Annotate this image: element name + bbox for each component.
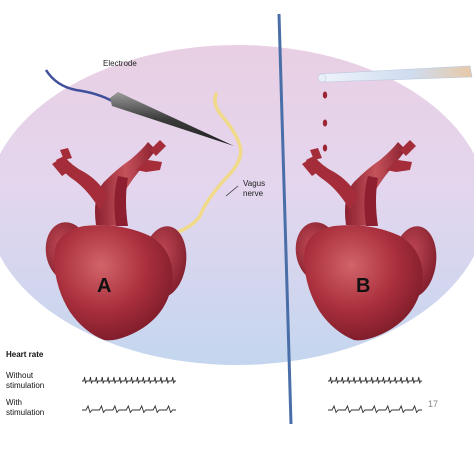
vagus-label-line1: Vagus (243, 179, 265, 188)
heart-b-label: B (356, 275, 370, 297)
heart-a (45, 140, 187, 341)
slide-number: 17 (428, 399, 438, 409)
ecg-trace-b-with-stimulation (328, 404, 422, 414)
divider-line (277, 13, 293, 425)
vagus-label-line2: nerve (243, 189, 264, 198)
without-stimulation-label-line1: Without (6, 371, 34, 380)
electrode-needle (110, 92, 234, 146)
without-stimulation-label-line2: stimulation (6, 381, 44, 390)
electrode-label: Electrode (103, 59, 137, 68)
ecg-trace-b-without-stimulation (328, 376, 422, 384)
heart-b (295, 140, 437, 341)
ecg-trace-a-with-stimulation (82, 404, 176, 414)
vagus-pointer-line (225, 185, 239, 197)
with-stimulation-label-line1: With (6, 398, 22, 407)
ecg-trace-a-without-stimulation (82, 376, 176, 384)
vagus-nerve (166, 92, 243, 238)
heart-rate-title: Heart rate (6, 350, 44, 359)
with-stimulation-label-line2: stimulation (6, 408, 44, 417)
heart-a-label: A (97, 275, 111, 297)
acetylcholine-drops (322, 91, 328, 152)
electrode-wire (44, 69, 115, 104)
